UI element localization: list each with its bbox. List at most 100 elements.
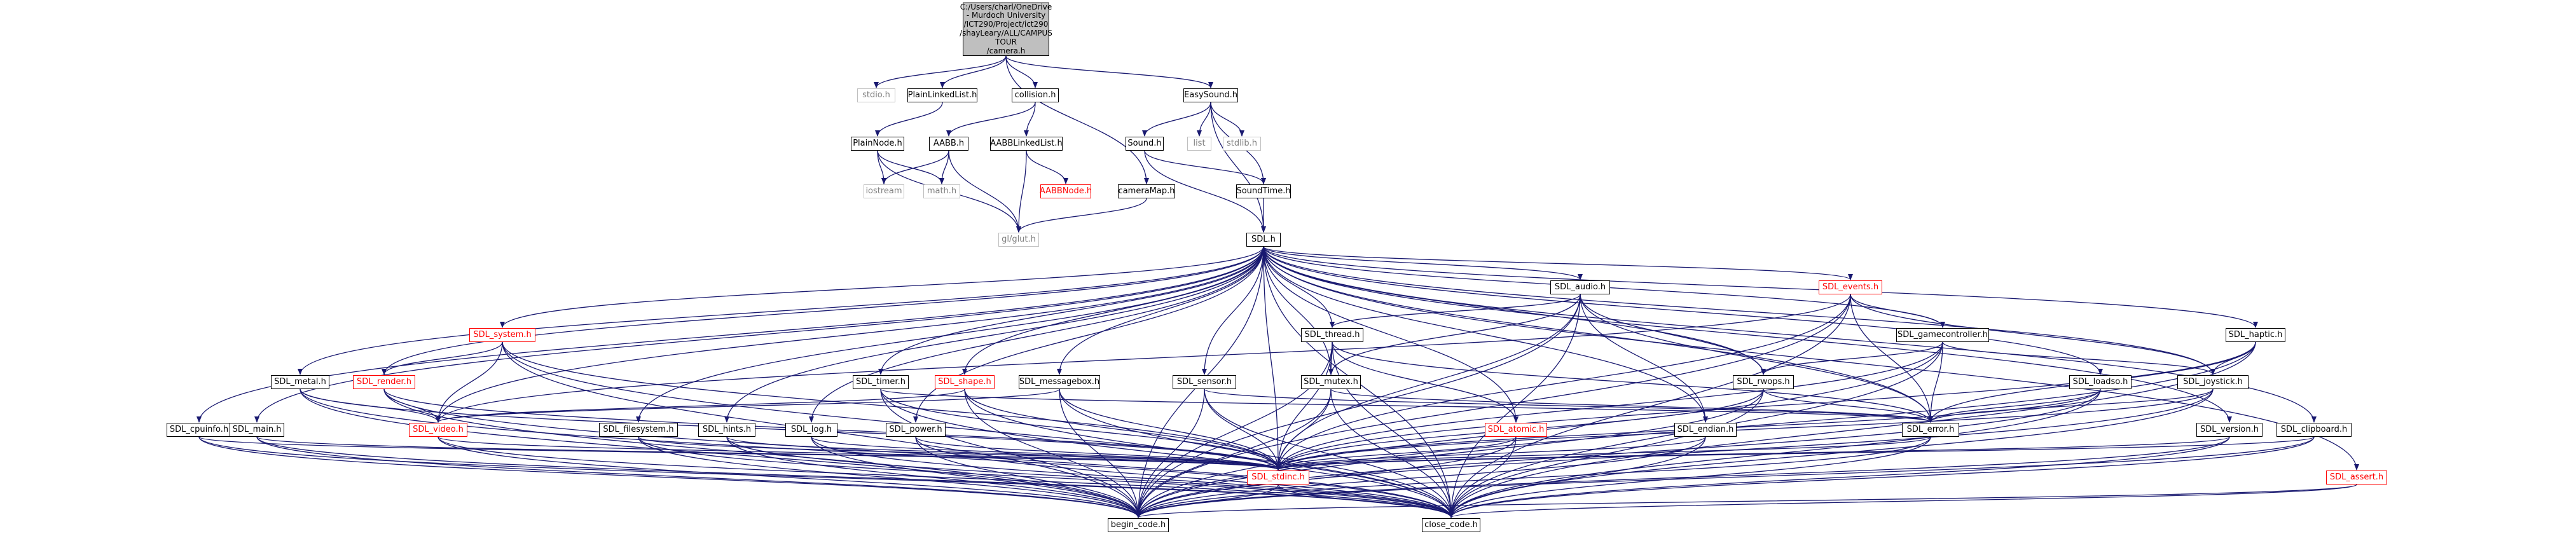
node-sdl-haptic-h[interactable]: SDL_haptic.h [2226, 328, 2285, 342]
node-aabb-h[interactable]: AABB.h [929, 137, 968, 151]
node-sdl-audio-h[interactable]: SDL_audio.h [1550, 280, 1610, 294]
edge-camera-h-to-stdio-h [874, 55, 1007, 88]
edge-sdl-atomic-h-to-sdl-stdinc-h [1276, 436, 1517, 471]
edge-easysound-h-to-sdl-h [1210, 102, 1266, 233]
edge-sdl-clipboard-h-to-sdl-stdinc-h [1276, 436, 2315, 471]
edge-sdl-audio-h-to-sdl-endian-h [1580, 294, 1708, 423]
node-plainnode-h[interactable]: PlainNode.h [851, 137, 904, 151]
edge-sdl-h-to-sdl-metal-h [298, 246, 1264, 375]
node-sdl-system-h[interactable]: SDL_system.h [469, 328, 535, 342]
node-sdl-shape-h[interactable]: SDL_shape.h [935, 375, 995, 389]
edge-sdl-h-to-sdl-video-h [436, 246, 1264, 423]
node-aabblinkedlist-h[interactable]: AABBLinkedList.h [990, 137, 1063, 151]
edge-sdl-system-h-to-sdl-stdinc-h [502, 341, 1281, 471]
node-sdl-sensor-h[interactable]: SDL_sensor.h [1173, 375, 1236, 389]
edge-sdl-endian-h-to-begin-code-h [1136, 436, 1706, 518]
node-sdl-thread-h[interactable]: SDL_thread.h [1301, 328, 1363, 342]
edge-sdl-events-h-to-sdl-joystick-h [1850, 294, 2215, 375]
node-sdl-metal-h[interactable]: SDL_metal.h [271, 375, 329, 389]
edge-sdl-h-to-sdl-messagebox-h [1057, 246, 1264, 375]
edge-sdl-audio-h-to-sdl-mutex-h [1328, 294, 1581, 375]
node-easysound-h[interactable]: EasySound.h [1183, 88, 1238, 102]
edge-sdl-mutex-h-to-close-code-h [1330, 388, 1454, 518]
node-sdl-main-h[interactable]: SDL_main.h [230, 423, 284, 437]
node-sdl-atomic-h[interactable]: SDL_atomic.h [1485, 423, 1547, 437]
node-sdl-render-h[interactable]: SDL_render.h [353, 375, 415, 389]
node-sdl-video-h[interactable]: SDL_video.h [409, 423, 467, 437]
edge-sdl-h-to-sdl-version-h [1263, 246, 2232, 423]
node-iostream[interactable]: iostream [864, 184, 904, 198]
edge-sdl-render-h-to-close-code-h [383, 388, 1454, 518]
node-stdio-h[interactable]: stdio.h [857, 88, 895, 102]
edge-sdl-hints-h-to-begin-code-h [726, 436, 1141, 518]
edge-sdl-h-to-sdl-loadso-h [1263, 246, 2103, 375]
edge-collision-h-to-aabblinkedlist-h [1024, 102, 1036, 137]
node-sdl-version-h[interactable]: SDL_version.h [2196, 423, 2263, 437]
node-sdl-assert-h[interactable]: SDL_assert.h [2326, 471, 2387, 484]
edge-collision-h-to-aabb-h [946, 102, 1036, 137]
edge-sdl-h-to-sdl-clipboard-h [1263, 246, 2317, 423]
edge-camera-h-to-cameramap-h [1005, 55, 1149, 184]
node-soundtime-h[interactable]: SoundTime.h [1236, 184, 1291, 198]
node-sound-h[interactable]: Sound.h [1126, 137, 1164, 151]
node-sdl-mutex-h[interactable]: SDL_mutex.h [1301, 375, 1361, 389]
edge-sdl-h-to-sdl-atomic-h [1263, 246, 1519, 423]
node-camera-h[interactable]: C:/Users/charl/OneDrive - Murdoch Univer… [960, 2, 1052, 56]
node-gl-glut-h[interactable]: gl/glut.h [998, 233, 1039, 247]
node-plainlinkedlist-h[interactable]: PlainLinkedList.h [907, 88, 977, 102]
edge-sdl-events-h-to-begin-code-h [1136, 294, 1851, 518]
edge-aabblinkedlist-h-to-gl-glut-h [1016, 150, 1027, 233]
node-sdl-gamecontroller-h[interactable]: SDL_gamecontroller.h [1896, 328, 1989, 342]
edge-sdl-log-h-to-close-code-h [811, 436, 1454, 518]
node-collision-h[interactable]: collision.h [1012, 88, 1059, 102]
node-sdl-clipboard-h[interactable]: SDL_clipboard.h [2276, 423, 2352, 437]
edge-sdl-h-to-sdl-thread-h [1263, 246, 1335, 328]
node-sdl-joystick-h[interactable]: SDL_joystick.h [2177, 375, 2249, 389]
edge-sdl-h-to-sdl-joystick-h [1263, 246, 2215, 375]
node-sdl-endian-h[interactable]: SDL_endian.h [1674, 423, 1737, 437]
edge-sdl-h-to-sdl-hints-h [724, 246, 1264, 423]
edge-sdl-shape-h-to-close-code-h [964, 388, 1454, 518]
node-aabbnode-h[interactable]: AABBNode.h [1040, 184, 1092, 198]
edge-sdl-messagebox-h-to-sdl-video-h [436, 388, 1060, 423]
edge-sdl-h-to-sdl-audio-h [1263, 246, 1583, 280]
node-sdl-cpuinfo-h[interactable]: SDL_cpuinfo.h [167, 423, 231, 437]
node-math-h[interactable]: math.h [923, 184, 960, 198]
node-sdl-stdinc-h[interactable]: SDL_stdinc.h [1247, 471, 1309, 484]
node-sdl-filesystem-h[interactable]: SDL_filesystem.h [599, 423, 678, 437]
node-sdl-power-h[interactable]: SDL_power.h [886, 423, 946, 437]
edge-sdl-sensor-h-to-close-code-h [1204, 388, 1454, 518]
node-list[interactable]: list [1187, 137, 1211, 151]
edge-sdl-events-h-to-sdl-video-h [436, 294, 1851, 423]
edge-sdl-endian-h-to-sdl-stdinc-h [1276, 436, 1706, 471]
edge-sdl-hints-h-to-sdl-stdinc-h [726, 436, 1281, 471]
node-sdl-rwops-h[interactable]: SDL_rwops.h [1733, 375, 1794, 389]
node-sdl-hints-h[interactable]: SDL_hints.h [698, 423, 755, 437]
node-begin-code-h[interactable]: begin_code.h [1108, 518, 1169, 532]
node-close-code-h[interactable]: close_code.h [1422, 518, 1480, 532]
edge-sdl-thread-h-to-sdl-error-h [1332, 341, 1933, 423]
edge-sdl-h-to-sdl-endian-h [1263, 246, 1708, 423]
edge-sdl-joystick-h-to-sdl-error-h [1928, 388, 2214, 423]
node-stdlib-h[interactable]: stdlib.h [1223, 137, 1261, 151]
edge-sdl-log-h-to-sdl-stdinc-h [811, 436, 1281, 471]
node-sdl-timer-h[interactable]: SDL_timer.h [853, 375, 909, 389]
node-sdl-messagebox-h[interactable]: SDL_messagebox.h [1019, 375, 1100, 389]
node-sdl-h[interactable]: SDL.h [1246, 233, 1281, 247]
edge-sdl-h-to-sdl-cpuinfo-h [196, 246, 1264, 423]
edge-cameramap-h-to-gl-glut-h [1016, 198, 1147, 233]
node-sdl-log-h[interactable]: SDL_log.h [785, 423, 837, 437]
node-sdl-error-h[interactable]: SDL_error.h [1902, 423, 1959, 437]
edge-sdl-h-to-sdl-filesystem-h [636, 246, 1264, 423]
edge-plainnode-h-to-math-h [877, 150, 944, 184]
edge-sdl-clipboard-h-to-begin-code-h [1136, 436, 2315, 518]
node-sdl-events-h[interactable]: SDL_events.h [1819, 280, 1882, 294]
dependency-edges [196, 55, 2359, 518]
edge-aabb-h-to-gl-glut-h [948, 150, 1021, 233]
node-cameramap-h[interactable]: cameraMap.h [1118, 184, 1175, 198]
edge-sdl-h-to-sdl-system-h [500, 246, 1264, 328]
edge-sdl-timer-h-to-sdl-stdinc-h [880, 388, 1281, 471]
node-sdl-loadso-h[interactable]: SDL_loadso.h [2069, 375, 2132, 389]
edge-sdl-stdinc-h-to-close-code-h [1278, 484, 1454, 518]
